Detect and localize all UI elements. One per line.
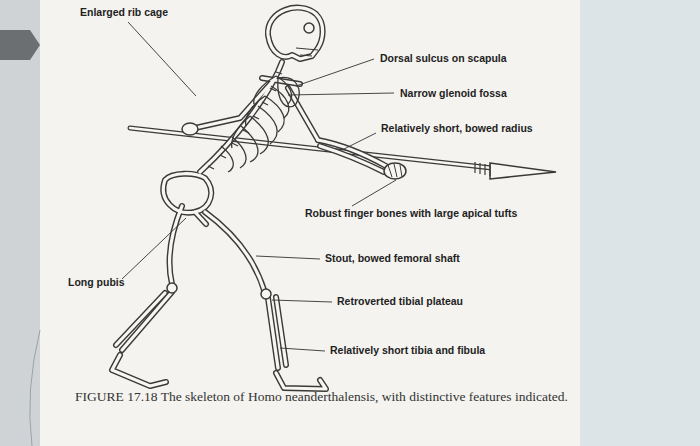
feature-label: Long pubis — [68, 276, 125, 289]
rib — [221, 146, 233, 172]
feature-label: Retroverted tibial plateau — [337, 295, 463, 308]
rib — [241, 126, 258, 162]
feature-label: Enlarged rib cage — [80, 6, 168, 19]
leader-line — [288, 93, 394, 95]
scapula — [278, 77, 299, 107]
finger-bones — [388, 164, 402, 177]
knee — [167, 283, 177, 293]
jaw-teeth — [296, 48, 318, 56]
feature-label: Narrow glenoid fossa — [400, 87, 507, 100]
leader-line — [128, 22, 196, 96]
bone-fill — [112, 8, 386, 389]
leader-line — [342, 133, 376, 150]
leader-line — [256, 256, 320, 259]
tab-marker — [0, 30, 40, 60]
left-margin — [0, 0, 40, 446]
spear-head — [490, 163, 556, 179]
edge-curve — [30, 330, 40, 446]
feature-label: Relatively short tibia and fibula — [330, 344, 485, 357]
feature-label: Stout, bowed femoral shaft — [325, 252, 460, 265]
figure-caption: FIGURE 17.18 The skeleton of Homo neande… — [75, 388, 570, 405]
feature-label: Relatively short, bowed radius — [381, 122, 533, 135]
bone-outline — [112, 8, 386, 389]
rib-back — [232, 76, 276, 148]
feature-label: Robust finger bones with large apical tu… — [305, 207, 517, 220]
leader-line — [122, 218, 186, 279]
spear-binding — [475, 162, 490, 176]
leader-line — [280, 348, 325, 351]
leader-line — [352, 180, 396, 206]
feature-label: Dorsal sulcus on scapula — [380, 52, 507, 65]
page-ground — [40, 0, 580, 446]
leader-line — [296, 59, 374, 86]
eye-orbit — [304, 23, 314, 33]
hand — [384, 163, 406, 179]
knee — [261, 289, 271, 299]
rib — [250, 116, 268, 154]
leader-line — [272, 300, 332, 302]
ribs — [221, 76, 292, 172]
hand — [182, 123, 198, 135]
vertebrae — [208, 72, 282, 169]
